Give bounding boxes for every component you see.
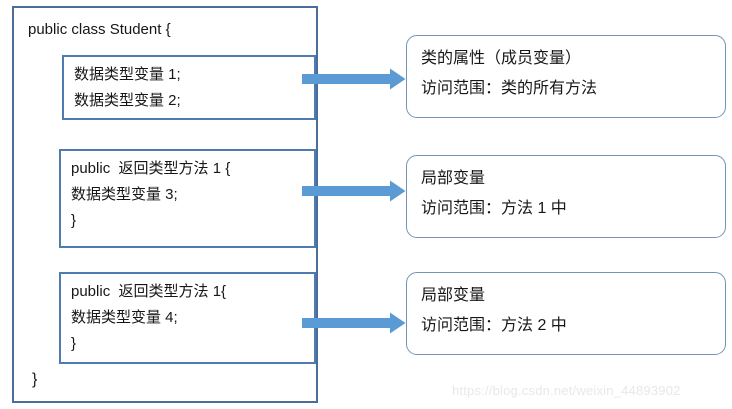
class-closing-brace: } bbox=[32, 371, 38, 388]
callout-members: 类的属性（成员变量） 访问范围：类的所有方法 bbox=[406, 35, 726, 118]
method-2-signature: public 返回类型方法 1{ bbox=[71, 283, 227, 300]
method-1-box: public 返回类型方法 1 { 数据类型变量 3; } bbox=[59, 149, 316, 248]
arrow-members-icon bbox=[302, 68, 406, 90]
watermark-url: https://blog.csdn.net/weixin_44893902 bbox=[452, 383, 681, 398]
method-2-closing-brace: } bbox=[71, 335, 77, 352]
callout-local-method-2: 局部变量 访问范围：方法 2 中 bbox=[406, 272, 726, 355]
class-student-box: public class Student { 数据类型变量 1; 数据类型变量 … bbox=[12, 6, 318, 403]
callout-local-method-2-line-1: 局部变量 bbox=[421, 287, 486, 304]
arrow-local-method-2-icon bbox=[302, 312, 406, 334]
callout-local-method-1: 局部变量 访问范围：方法 1 中 bbox=[406, 155, 726, 238]
method-2-box: public 返回类型方法 1{ 数据类型变量 4; } bbox=[59, 272, 316, 364]
arrow-local-method-1-icon bbox=[302, 180, 406, 202]
callout-local-method-1-line-1: 局部变量 bbox=[421, 170, 486, 187]
member-variables-box: 数据类型变量 1; 数据类型变量 2; bbox=[62, 55, 316, 120]
callout-local-method-2-line-2: 访问范围：方法 2 中 bbox=[421, 317, 567, 334]
method-1-local-variable: 数据类型变量 3; bbox=[71, 186, 178, 203]
method-2-local-variable: 数据类型变量 4; bbox=[71, 309, 178, 326]
callout-members-line-2: 访问范围：类的所有方法 bbox=[421, 80, 598, 97]
callout-members-line-1: 类的属性（成员变量） bbox=[421, 50, 582, 67]
callout-local-method-1-line-2: 访问范围：方法 1 中 bbox=[421, 200, 567, 217]
member-variable-line-1: 数据类型变量 1; bbox=[74, 66, 181, 83]
method-1-closing-brace: } bbox=[71, 212, 77, 229]
method-1-signature: public 返回类型方法 1 { bbox=[71, 160, 231, 177]
class-declaration-text: public class Student { bbox=[28, 21, 171, 38]
member-variable-line-2: 数据类型变量 2; bbox=[74, 92, 181, 109]
